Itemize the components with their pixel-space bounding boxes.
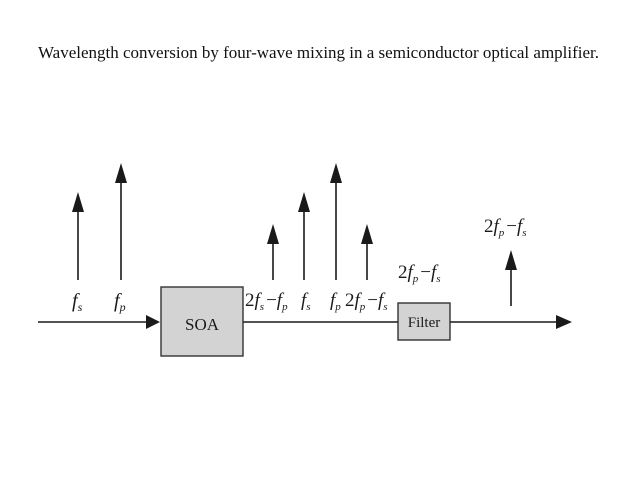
out-fs-label: fs (301, 290, 311, 313)
out-fs-arrowhead (298, 192, 310, 212)
idler-2fs-fp-label: 2fs−fp (245, 290, 288, 313)
soa-label: SOA (185, 315, 220, 334)
idler-2fs-fp-arrowhead (267, 224, 279, 244)
pump-fp-arrowhead (115, 163, 127, 183)
input-arrowhead (146, 315, 160, 329)
final-idler-arrowhead (505, 250, 517, 270)
soa-block (160, 286, 244, 357)
signal-fs-arrowhead (72, 192, 84, 212)
idler-2fp-fs-arrowhead (361, 224, 373, 244)
filter-input-label: 2fp−fs (398, 262, 441, 285)
fs-label: fs (72, 290, 83, 314)
filter-block (397, 302, 451, 341)
out-fp-arrowhead (330, 163, 342, 183)
filter-label: Filter (408, 315, 441, 331)
out-fp-label: fp (330, 290, 341, 313)
final-idler-label: 2fp−fs (484, 216, 527, 239)
output-arrowhead (556, 315, 572, 329)
fp-label: fp (114, 290, 126, 314)
figure-caption: Wavelength conversion by four-wave mixin… (38, 43, 600, 62)
idler-2fp-fs-label: 2fp−fs (345, 290, 388, 313)
